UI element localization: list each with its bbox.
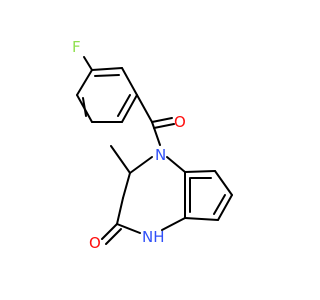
bond-ring1-inner-c xyxy=(82,97,87,117)
bond-ch-methyl xyxy=(110,145,131,174)
molecule-structure-diagram: F O N NH O xyxy=(72,38,233,252)
bond-f-c1 xyxy=(83,56,93,71)
bond-b5-b2 xyxy=(184,217,219,221)
bond-c2-c3 xyxy=(121,67,138,96)
bonds xyxy=(76,56,233,245)
bond-ch-ch2 xyxy=(122,172,131,199)
bond-c6-c1 xyxy=(76,69,93,96)
amide-nitrogen-label: NH xyxy=(142,228,165,246)
bond-c-nh xyxy=(116,223,141,234)
bond-b4-b5 xyxy=(217,194,233,221)
bond-b1-b3 xyxy=(184,170,216,173)
bond-carbonyl-o-b xyxy=(153,123,175,129)
bond-c1-c2 xyxy=(91,67,123,71)
carbonyl-oxygen-label: O xyxy=(174,113,186,131)
bond-c3-c4 xyxy=(121,94,138,123)
bond-ring1-inner-a xyxy=(94,74,120,77)
bond-c-o-a xyxy=(101,223,118,240)
bond-c3-carbonyl xyxy=(136,94,153,123)
bond-n-benz xyxy=(166,156,186,173)
bond-carbonyl-n xyxy=(151,121,161,146)
amide-oxygen-label: O xyxy=(89,234,101,252)
bond-n-ch xyxy=(129,156,153,174)
bond-nh-benz xyxy=(161,217,186,231)
atom-labels: F O N NH O xyxy=(72,38,186,252)
bond-b3-b4 xyxy=(214,170,233,196)
bond-carbonyl-o-a xyxy=(151,117,173,123)
bond-ring1-inner-b xyxy=(117,94,131,117)
fluorine-label: F xyxy=(72,38,81,56)
bond-ring2-inner-b xyxy=(213,194,226,215)
bond-c-o-b xyxy=(105,228,122,245)
bond-ch2-c xyxy=(116,197,124,225)
amine-nitrogen-label: N xyxy=(155,146,166,164)
